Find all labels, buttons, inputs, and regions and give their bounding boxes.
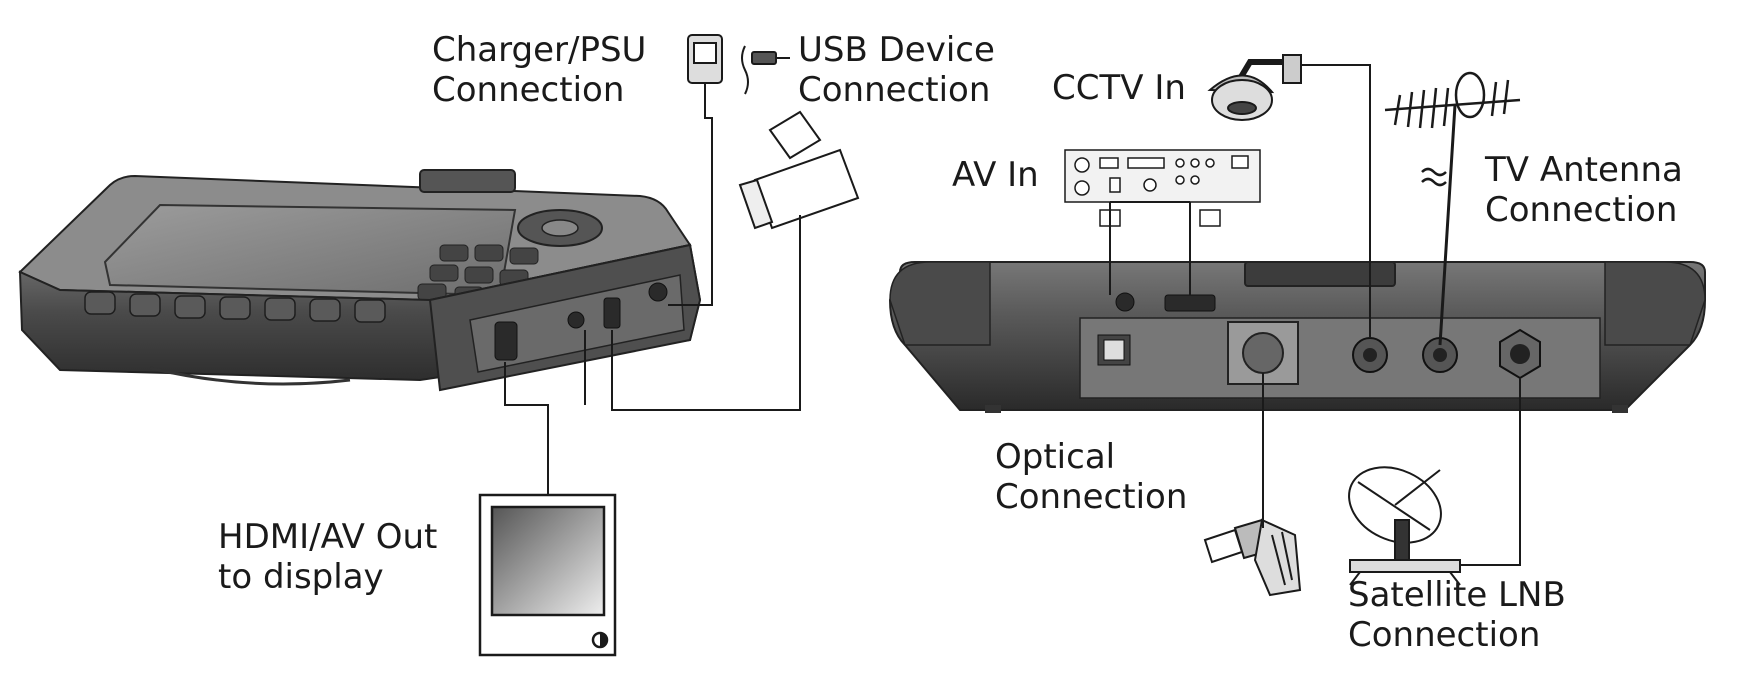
tv-antenna-label-line1: TV Antenna [1485, 150, 1683, 190]
satellite-lnb-label-line1: Satellite LNB [1348, 575, 1566, 615]
usb-device-label: USB Device Connection [798, 30, 995, 110]
tv-antenna-icon [1384, 71, 1521, 346]
usb-stick-icon [738, 148, 860, 230]
monitor-icon [478, 493, 617, 657]
charger-psu-label-line1: Charger/PSU [432, 30, 647, 70]
usb-device-label-line2: Connection [798, 70, 991, 110]
cctv-in-label: CCTV In [1052, 68, 1186, 108]
meter-front-view [18, 169, 702, 392]
charger-psu-label-line2: Connection [432, 70, 625, 110]
satellite-dish-icon [1348, 466, 1461, 586]
av-receiver-icon [1064, 149, 1261, 227]
optical-connection-label: Optical Connection [995, 437, 1187, 517]
cctv-camera-icon [1207, 54, 1302, 121]
cctv-in-label-line1: CCTV In [1052, 68, 1186, 108]
connection-lines [504, 64, 1521, 566]
hdmi-av-out-label-line2: to display [218, 557, 384, 597]
optical-label-line2: Connection [995, 477, 1188, 517]
hdmi-av-out-label-line1: HDMI/AV Out [218, 517, 438, 557]
sd-card-icon [768, 110, 822, 160]
optical-label-line1: Optical [995, 437, 1116, 477]
tv-antenna-label-line2: Connection [1485, 190, 1678, 230]
charger-icon [687, 34, 790, 110]
av-in-label-line1: AV In [952, 155, 1039, 195]
tv-antenna-label: TV Antenna Connection [1485, 150, 1683, 230]
optical-connector-icon [1203, 518, 1302, 597]
hdmi-av-out-label: HDMI/AV Out to display [218, 517, 437, 597]
charger-psu-label: Charger/PSU Connection [432, 30, 646, 110]
usb-device-label-line1: USB Device [798, 30, 995, 70]
satellite-lnb-label-line2: Connection [1348, 615, 1541, 655]
satellite-lnb-label: Satellite LNB Connection [1348, 575, 1566, 655]
meter-rear-view [888, 261, 1706, 413]
av-in-label: AV In [952, 155, 1039, 195]
